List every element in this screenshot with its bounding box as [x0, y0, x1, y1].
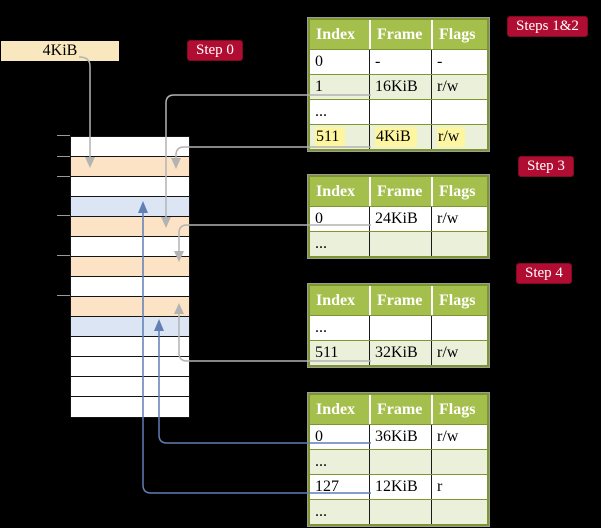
cell-frame	[369, 500, 431, 524]
table-row: ...	[310, 99, 487, 124]
cell-frame: 32KiB	[369, 341, 431, 365]
table-row: 1 16KiB r/w	[310, 74, 487, 99]
table-row: 0 36KiB r/w	[310, 424, 487, 449]
cell-frame	[369, 100, 431, 124]
highlight: 511	[315, 127, 346, 147]
table-header-row: Index Frame Flags	[310, 286, 487, 315]
badge-step-3: Step 3	[518, 156, 574, 177]
col-header-flags: Flags	[431, 286, 487, 315]
cell-frame: 24KiB	[369, 207, 431, 231]
table-row: 511 32KiB r/w	[310, 340, 487, 365]
cell-frame: 4KiB	[369, 125, 431, 149]
col-header-flags: Flags	[431, 177, 487, 206]
cell-index: 511	[315, 344, 339, 361]
col-header-frame: Frame	[369, 20, 431, 49]
memory-frame-row	[71, 277, 189, 297]
cell-flags	[431, 450, 487, 474]
page-table-step-3: Index Frame Flags 0 24KiB r/w ...	[307, 174, 490, 259]
memory-frame-row	[71, 197, 189, 217]
address-tick	[57, 295, 70, 296]
memory-frame-row	[71, 157, 189, 177]
highlight: r/w	[437, 127, 466, 147]
memory-frame-row	[71, 257, 189, 277]
table-header-row: Index Frame Flags	[310, 177, 487, 206]
page-table-leaf: Index Frame Flags 0 36KiB r/w ... 127 12…	[307, 392, 490, 527]
table-row: 0 24KiB r/w	[310, 206, 487, 231]
memory-frame-row	[71, 297, 189, 317]
address-tick	[57, 135, 70, 136]
address-tick	[57, 215, 70, 216]
memory-frame-row	[71, 177, 189, 197]
highlight: 4KiB	[375, 127, 417, 147]
memory-frame-row	[71, 357, 189, 377]
table-row: ...	[310, 231, 487, 256]
cell-flags: r/w	[431, 341, 487, 365]
cell-flags	[431, 500, 487, 524]
cell-frame: 36KiB	[369, 425, 431, 449]
address-tick	[57, 255, 70, 256]
memory-frame-row	[71, 237, 189, 257]
address-tick	[57, 176, 70, 177]
cell-index: 1	[315, 78, 323, 95]
memory-frame-row	[71, 217, 189, 237]
table-row: ...	[310, 315, 487, 340]
page-table-steps-1-2: Index Frame Flags 0 - - 1 16KiB r/w ... …	[307, 17, 490, 152]
col-header-frame: Frame	[369, 177, 431, 206]
physical-memory-stack	[70, 136, 190, 418]
badge-step-0: Step 0	[187, 40, 243, 61]
badge-step-4: Step 4	[516, 263, 572, 284]
cell-frame: -	[369, 50, 431, 74]
cell-index: 127	[315, 478, 339, 495]
cell-frame: 12KiB	[369, 475, 431, 499]
table-header-row: Index Frame Flags	[310, 20, 487, 49]
frame-size-box: 4KiB	[1, 41, 119, 61]
cell-flags	[431, 232, 487, 256]
memory-frame-row	[71, 337, 189, 357]
cell-index: 0	[315, 53, 323, 70]
col-header-frame: Frame	[369, 395, 431, 424]
badge-steps-1-2: Steps 1&2	[507, 16, 588, 37]
cell-flags: r/w	[431, 125, 487, 149]
col-header-index: Index	[316, 292, 356, 309]
cell-index: ...	[315, 453, 327, 470]
cell-flags: r	[431, 475, 487, 499]
cell-flags: r/w	[431, 75, 487, 99]
cell-index: ...	[315, 503, 327, 520]
cell-index: 0	[315, 210, 323, 227]
memory-frame-row	[71, 397, 189, 417]
cell-frame	[369, 232, 431, 256]
cell-index: 0	[315, 428, 323, 445]
cell-frame	[369, 450, 431, 474]
cell-index: ...	[315, 103, 327, 120]
table-row-highlighted: 511 4KiB r/w	[310, 124, 487, 149]
col-header-index: Index	[316, 183, 356, 200]
cell-flags: r/w	[431, 425, 487, 449]
col-header-frame: Frame	[369, 286, 431, 315]
col-header-flags: Flags	[431, 395, 487, 424]
table-row: ...	[310, 499, 487, 524]
cell-flags	[431, 100, 487, 124]
address-tick	[57, 156, 70, 157]
cell-flags: r/w	[431, 207, 487, 231]
table-header-row: Index Frame Flags	[310, 395, 487, 424]
cell-flags	[431, 316, 487, 340]
table-row: 127 12KiB r	[310, 474, 487, 499]
page-table-step-4: Index Frame Flags ... 511 32KiB r/w	[307, 283, 490, 368]
cell-index: ...	[315, 235, 327, 252]
table-row: 0 - -	[310, 49, 487, 74]
cell-frame: 16KiB	[369, 75, 431, 99]
memory-frame-row	[71, 137, 189, 157]
cell-frame	[369, 316, 431, 340]
table-row: ...	[310, 449, 487, 474]
col-header-index: Index	[316, 401, 356, 418]
memory-frame-row	[71, 377, 189, 397]
cell-index: 511	[310, 125, 369, 149]
memory-frame-row	[71, 317, 189, 337]
col-header-index: Index	[316, 26, 356, 43]
cell-flags: -	[431, 50, 487, 74]
cell-index: ...	[315, 319, 327, 336]
col-header-flags: Flags	[431, 20, 487, 49]
